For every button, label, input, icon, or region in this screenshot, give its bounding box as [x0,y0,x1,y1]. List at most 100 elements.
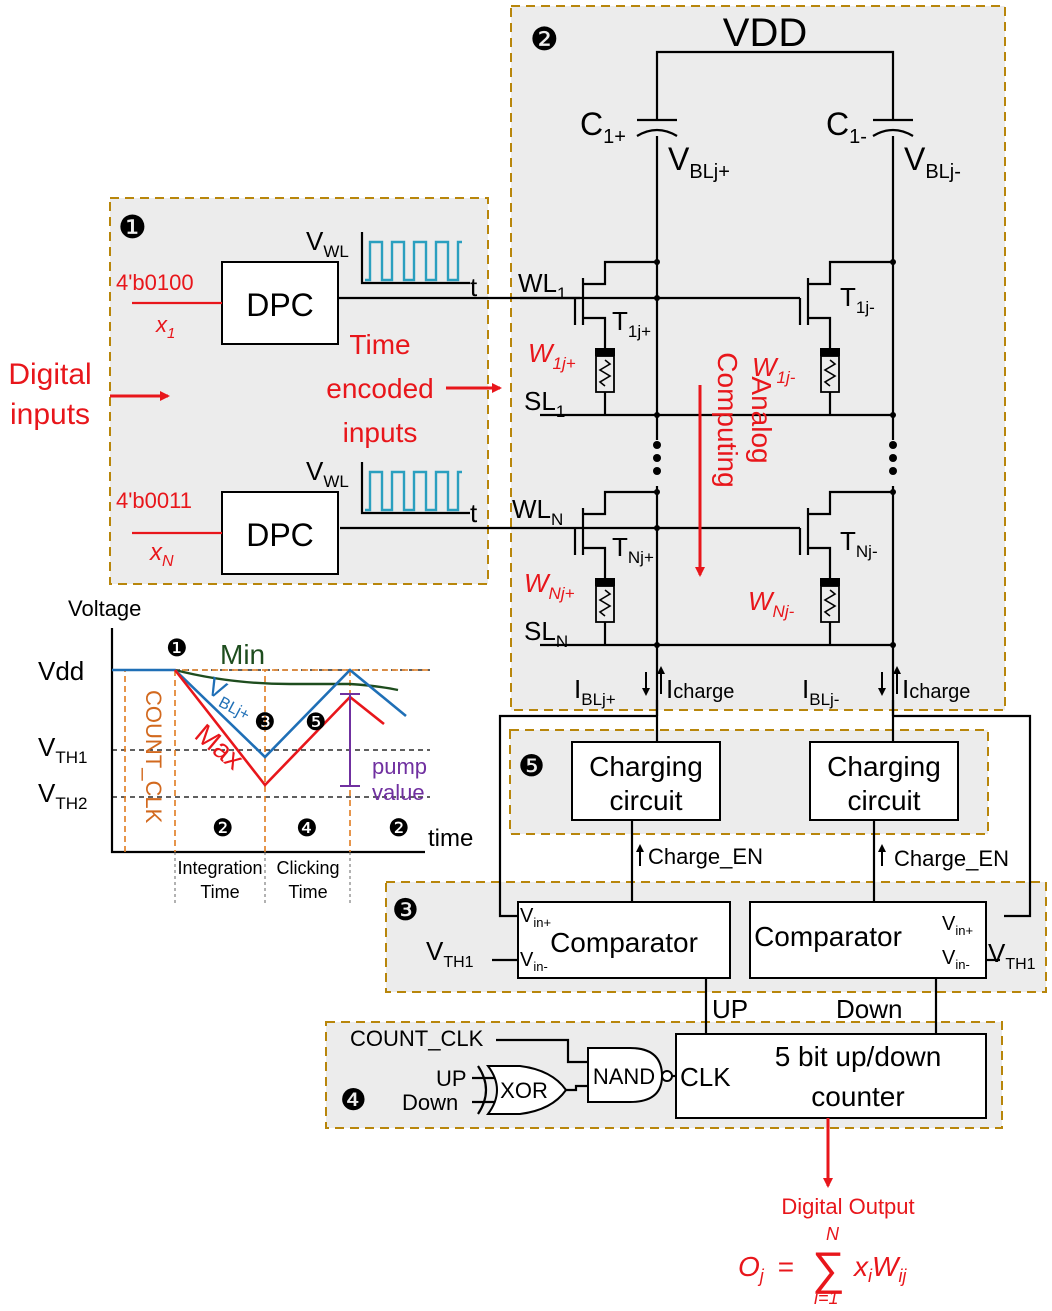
cap-pos-label: C1+ [580,106,626,148]
wave-marker-1: ❶ [166,635,188,662]
xor-down-label: Down [402,1090,458,1115]
pulse-train-n [365,470,462,512]
crossbar-array: VDD C1+ C1- VBLj+ VBLj- [340,11,970,716]
waveform-xlabel: time [428,825,473,852]
counter-marker-4: ❹ [340,1084,367,1117]
charging-box-left [571,741,721,821]
cap-neg-label: C1- [826,106,867,148]
waveform-vth2: VTH2 [38,778,87,813]
min-trace [174,668,399,692]
vwln-label: VWL [306,456,349,491]
w1-pos-label: W1j+ [528,338,576,373]
xor-label: XOR [500,1078,548,1103]
code-1: 4'b0100 [116,270,194,295]
wave-marker-3: ❸ [254,709,276,736]
dpc-section: DPC DPC 4'b0100 4'b0011 x1 xN VWL VWL t … [8,226,580,575]
counter-section: ❹ COUNT_CLK XOR UP Down NAND CLK 5 bit u… [340,1026,987,1188]
analog-computing-label: AnalogComputing [712,352,777,487]
icharge-neg-label: Icharge [902,674,970,704]
output-sum: ∑ [812,1242,845,1294]
count-clk-label: COUNT_CLK [350,1026,484,1051]
digital-output-label: Digital Output [781,1194,914,1219]
wave-marker-5: ❺ [305,709,327,736]
min-label: Min [220,639,265,670]
output-section: Digital Output Oj= ∑ N i=1 xiWij [738,1194,915,1308]
tn-neg-label: TNj- [840,526,878,561]
output-terms: xiWij [852,1251,907,1286]
vin-neg-left: Vin- [520,949,548,974]
wln-label: WLN [512,494,563,529]
t1-pos-label: T1j+ [612,306,651,341]
wl1-label: WL1 [518,268,566,303]
region-marker-2: ❷ [530,21,559,57]
comparator-right-label: Comparator [754,921,902,952]
t1-neg-label: T1j- [840,282,875,317]
code-n: 4'b0011 [116,488,192,513]
vth-left: VTH1 [426,936,474,971]
counter-box [675,1033,987,1119]
comparator-section: ❸ Comparator Vin+ Vin- VTH1 Comparator V… [392,894,1036,1034]
charge-en-right: Charge_EN [894,846,1009,871]
charge-en-left: Charge_EN [648,844,763,869]
region-array [510,5,1006,711]
xor-up-label: UP [436,1066,467,1091]
max-label: Max [189,718,249,776]
vbl-neg-label: VBLj- [904,141,961,183]
comparator-box-right [749,901,987,979]
charging-box-right [809,741,959,821]
wave-marker-2a: ❷ [212,815,234,842]
vdd-label: VDD [723,11,807,55]
clk-label: CLK [680,1062,731,1092]
charging-marker-5: ❺ [518,750,545,783]
dpc-label-1: DPC [246,287,314,323]
t-label-n: t [470,498,478,528]
pulse-train-1 [365,240,462,282]
xn-label: xN [149,539,174,570]
vblj-trace [112,668,407,759]
vwl1-label: VWL [306,226,349,261]
waveform-vth1: VTH1 [38,732,87,767]
waveform-vdd: Vdd [38,656,84,686]
comparator-box-left [517,901,731,979]
dpc-label-n: DPC [246,517,314,553]
wn-neg-label: WNj- [748,586,795,621]
vin-neg-right: Vin- [942,947,970,972]
up-label: UP [712,994,748,1024]
region-marker-1: ❶ [118,209,147,245]
wave-marker-4: ❹ [296,815,318,842]
comparator-left-label: Comparator [550,927,698,958]
wn-pos-label: WNj+ [524,568,575,603]
icharge-pos-label: Icharge [666,674,734,704]
vbl-pos-label: VBLj+ [668,141,730,183]
wave-marker-2b: ❷ [388,815,410,842]
vblj-wave-label: VBLj+ [200,671,260,724]
max-trace [173,669,385,787]
sln-label: SLN [524,616,568,651]
ibl-pos-label: IBLj+ [574,674,616,709]
dpc-box-n [221,491,339,575]
nand-label: NAND [593,1064,655,1089]
w1-neg-label: W1j- [752,352,796,387]
output-equation: Oj= [738,1251,794,1286]
waveform-plot: Voltage Vdd VTH1 VTH2 time COUNT_CLK Min… [38,596,473,906]
count-clk-vertical: COUNT_CLK [141,690,166,824]
output-lower: i=1 [814,1288,839,1308]
output-upper: N [826,1224,840,1244]
ibl-neg-label: IBLj- [802,674,839,709]
sl1-label: SL1 [524,386,565,421]
vin-pos-right: Vin+ [942,913,973,938]
dpc-box-1 [221,261,339,345]
t-label-1: t [470,272,478,302]
tn-pos-label: TNj+ [612,532,654,567]
vth-right: VTH1 [988,938,1036,973]
